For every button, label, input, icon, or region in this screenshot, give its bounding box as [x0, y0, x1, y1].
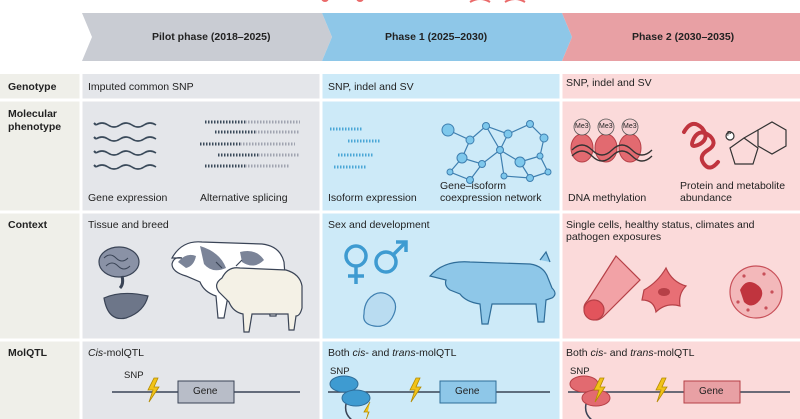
- brain-icon: [98, 246, 140, 290]
- genotype-phase1: SNP, indel and SV: [328, 81, 414, 93]
- phase2-arrow: [562, 13, 800, 61]
- dna-methylation-label: DNA methylation: [568, 192, 647, 204]
- protein-metabolite-label-line2: abundance: [680, 192, 732, 204]
- gene-label-phase1: Gene: [455, 386, 480, 397]
- molqtl-pilot: Cis-molQTL: [88, 347, 145, 359]
- pig-icon: [428, 250, 556, 325]
- alternative-splicing-icon: [200, 120, 300, 168]
- genotype-pilot: Imputed common SNP: [88, 81, 194, 93]
- isoform-expression-icon: [330, 127, 380, 169]
- phosphate-label: P: [727, 131, 732, 138]
- embryo-icon: [363, 292, 397, 327]
- context-phase2-line2: pathogen exposures: [566, 231, 662, 243]
- phase2-locus-diagram: [568, 375, 790, 419]
- immune-cell-icon: [729, 265, 783, 319]
- protein-icon: [682, 121, 720, 170]
- transcription-factor-icon: [569, 375, 611, 419]
- row-label-genotype: Genotype: [8, 81, 57, 93]
- snp-label-phase1: SNP: [330, 366, 350, 377]
- cell-icon: [641, 266, 688, 314]
- transcription-factor-icon: [329, 375, 371, 419]
- gene-isoform-label-line1: Gene–isoform: [440, 180, 506, 192]
- gene-isoform-label-line2: coexpression network: [440, 192, 542, 204]
- protein-metabolite-label-line1: Protein and metabolite: [680, 180, 786, 192]
- me3-label-1: Me3: [575, 123, 589, 130]
- row-label-molqtl: MolQTL: [8, 347, 48, 359]
- isoform-expression-label: Isoform expression: [328, 192, 417, 204]
- row-label-bg: [0, 74, 81, 419]
- gene-label-pilot: Gene: [193, 386, 218, 397]
- gene-expression-label: Gene expression: [88, 192, 168, 204]
- pilot-phase-arrow: [82, 13, 332, 61]
- phase1-arrow: [322, 13, 572, 61]
- thermometer-icon: [583, 255, 641, 321]
- context-pilot: Tissue and breed: [88, 219, 169, 231]
- snp-label-phase2: SNP: [570, 366, 590, 377]
- row-label-molecular-phenotype: Molecular phenotype: [8, 108, 62, 133]
- genotype-phase2: SNP, indel and SV: [566, 77, 652, 89]
- gene-label-phase2: Gene: [699, 386, 724, 397]
- gene-expression-icon: [95, 122, 157, 170]
- row-label-context: Context: [8, 219, 48, 231]
- sex-symbols-icon: [344, 240, 408, 284]
- metabolite-icon: [725, 121, 787, 165]
- coexpression-network-icon: [441, 120, 552, 184]
- dna-methylation-icon: [570, 118, 653, 163]
- zebu-icon: [215, 259, 303, 333]
- snp-lightning-icon: [409, 377, 422, 403]
- snp-lightning-icon: [147, 377, 160, 403]
- pilot-phase-title: Pilot phase (2018–2025): [152, 31, 271, 43]
- snp-label-pilot: SNP: [124, 370, 144, 381]
- phase1-locus-diagram: [328, 375, 550, 419]
- context-phase2-line1: Single cells, healthy status, climates a…: [566, 219, 755, 231]
- phase1-title: Phase 1 (2025–2030): [385, 31, 488, 43]
- liver-icon: [103, 292, 149, 320]
- pilot-locus-diagram: [112, 377, 300, 404]
- snp-lightning-icon: [363, 401, 371, 419]
- me3-label-3: Me3: [623, 123, 637, 130]
- molqtl-phase2: Both cis- and trans-molQTL: [566, 347, 695, 359]
- phase2-title: Phase 2 (2030–2035): [632, 31, 735, 43]
- molqtl-phase1: Both cis- and trans-molQTL: [328, 347, 457, 359]
- me3-label-2: Me3: [599, 123, 613, 130]
- snp-lightning-icon: [655, 377, 668, 403]
- context-phase1: Sex and development: [328, 219, 430, 231]
- snp-lightning-icon: [593, 377, 606, 403]
- alternative-splicing-label: Alternative splicing: [200, 192, 288, 204]
